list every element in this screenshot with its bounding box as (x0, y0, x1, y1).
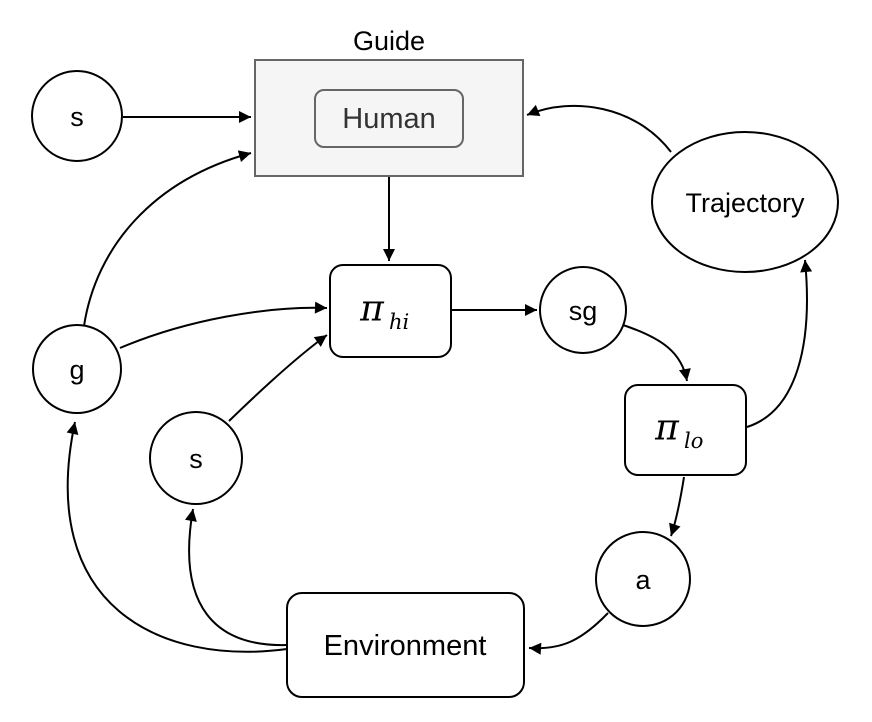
state-mid-label: s (189, 444, 203, 474)
node-pi-lo: π lo (624, 384, 747, 476)
action-circle (595, 531, 691, 627)
pi-hi-symbol: π (359, 289, 385, 330)
action-label: a (635, 565, 651, 595)
node-pi-hi: π hi (329, 264, 452, 358)
pi-hi-subscript: hi (389, 310, 409, 334)
node-state-top: s (31, 70, 123, 162)
edge-pi-lo-to-action (669, 476, 685, 537)
edge-environment-to-goal (66, 421, 288, 653)
environment-label: Environment (324, 630, 487, 662)
pi-hi-box (329, 264, 452, 358)
nodes: Guide Human s Trajectory π hi sg π (31, 26, 839, 698)
edge-pi-lo-to-trajectory (746, 259, 813, 428)
edge-state-mid-to-pi-hi (228, 334, 328, 422)
trajectory-ellipse (651, 131, 839, 273)
human-box (314, 89, 464, 148)
node-action: a (595, 531, 691, 627)
edge-environment-to-state-mid (185, 508, 288, 647)
subgoal-label: sg (569, 296, 598, 326)
node-environment: Environment (286, 592, 525, 698)
pi-lo-box (624, 384, 747, 476)
node-subgoal: sg (539, 266, 627, 354)
edge-action-to-environment (528, 612, 609, 655)
edges (66, 104, 813, 655)
state-top-label: s (70, 102, 84, 132)
pi-lo-symbol: π (654, 408, 680, 449)
human-label: Human (342, 103, 436, 135)
edge-subgoal-to-pi-lo (619, 323, 691, 382)
node-guide: Guide Human (254, 26, 524, 177)
state-top-circle (31, 70, 123, 162)
environment-box (286, 592, 525, 698)
edge-trajectory-to-guide (526, 104, 672, 153)
node-state-mid: s (149, 411, 243, 505)
trajectory-label: Trajectory (685, 188, 805, 218)
goal-label: g (69, 355, 84, 385)
state-mid-circle (149, 411, 243, 505)
guide-label: Guide (353, 26, 425, 56)
goal-circle (32, 324, 122, 414)
edge-goal-to-guide (83, 150, 252, 327)
node-goal: g (32, 324, 122, 414)
edge-goal-to-pi-hi (119, 301, 328, 349)
subgoal-circle (539, 266, 627, 354)
pi-lo-subscript: lo (684, 429, 703, 453)
node-trajectory: Trajectory (651, 131, 839, 273)
